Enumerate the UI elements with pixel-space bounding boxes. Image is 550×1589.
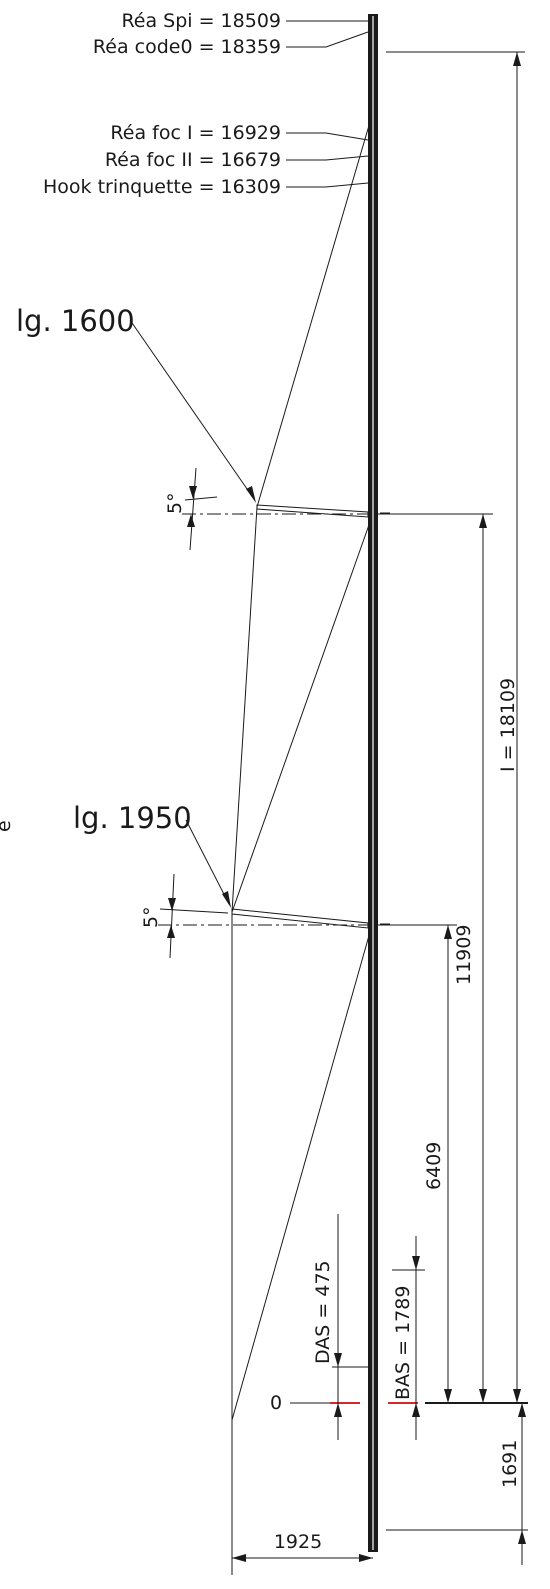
lower-spreader xyxy=(158,873,457,959)
margin-mark: e xyxy=(0,820,15,832)
dimension-das xyxy=(332,1214,368,1440)
label-lower-spreader-length: lg. 1950 xyxy=(73,801,192,835)
dimension-chainplate-offset-value: 1925 xyxy=(274,1531,322,1553)
label-hook-trinquette: Hook trinquette = 16309 xyxy=(43,176,281,198)
label-upper-spreader-length: lg. 1600 xyxy=(16,304,135,338)
dimension-below-deck-value: 1691 xyxy=(499,1440,521,1488)
label-rea-foc-1: Réa foc I = 16929 xyxy=(110,122,281,144)
dimension-chainplate-offset xyxy=(232,1554,373,1562)
label-zero-reference: 0 xyxy=(270,1392,282,1414)
label-lower-spreader-angle: 5° xyxy=(140,906,162,928)
dimension-upper-spreader-height xyxy=(479,514,487,1403)
top-leaders xyxy=(286,20,369,188)
upper-spreader xyxy=(182,467,493,551)
deck-reference xyxy=(290,1402,528,1531)
label-rea-spi: Réa Spi = 18509 xyxy=(121,10,281,32)
shrouds xyxy=(231,121,371,1575)
dimension-I-value: I = 18109 xyxy=(497,678,519,772)
dimension-11909-value: 11909 xyxy=(453,925,475,985)
dimension-das-value: DAS = 475 xyxy=(312,1260,334,1364)
dimension-11909 xyxy=(444,925,452,1403)
dimension-bas-value: BAS = 1789 xyxy=(392,1286,414,1400)
mast xyxy=(368,14,378,1552)
dimension-6409-value: 6409 xyxy=(423,1142,445,1190)
dimension-I xyxy=(386,51,525,1403)
label-rea-foc-2: Réa foc II = 16679 xyxy=(105,149,281,171)
spreader-leaders xyxy=(129,319,256,908)
label-upper-spreader-angle: 5° xyxy=(164,492,186,514)
dimension-bas xyxy=(392,1236,425,1440)
label-rea-code0: Réa code0 = 18359 xyxy=(93,36,281,58)
dimension-below-deck xyxy=(518,1403,526,1565)
